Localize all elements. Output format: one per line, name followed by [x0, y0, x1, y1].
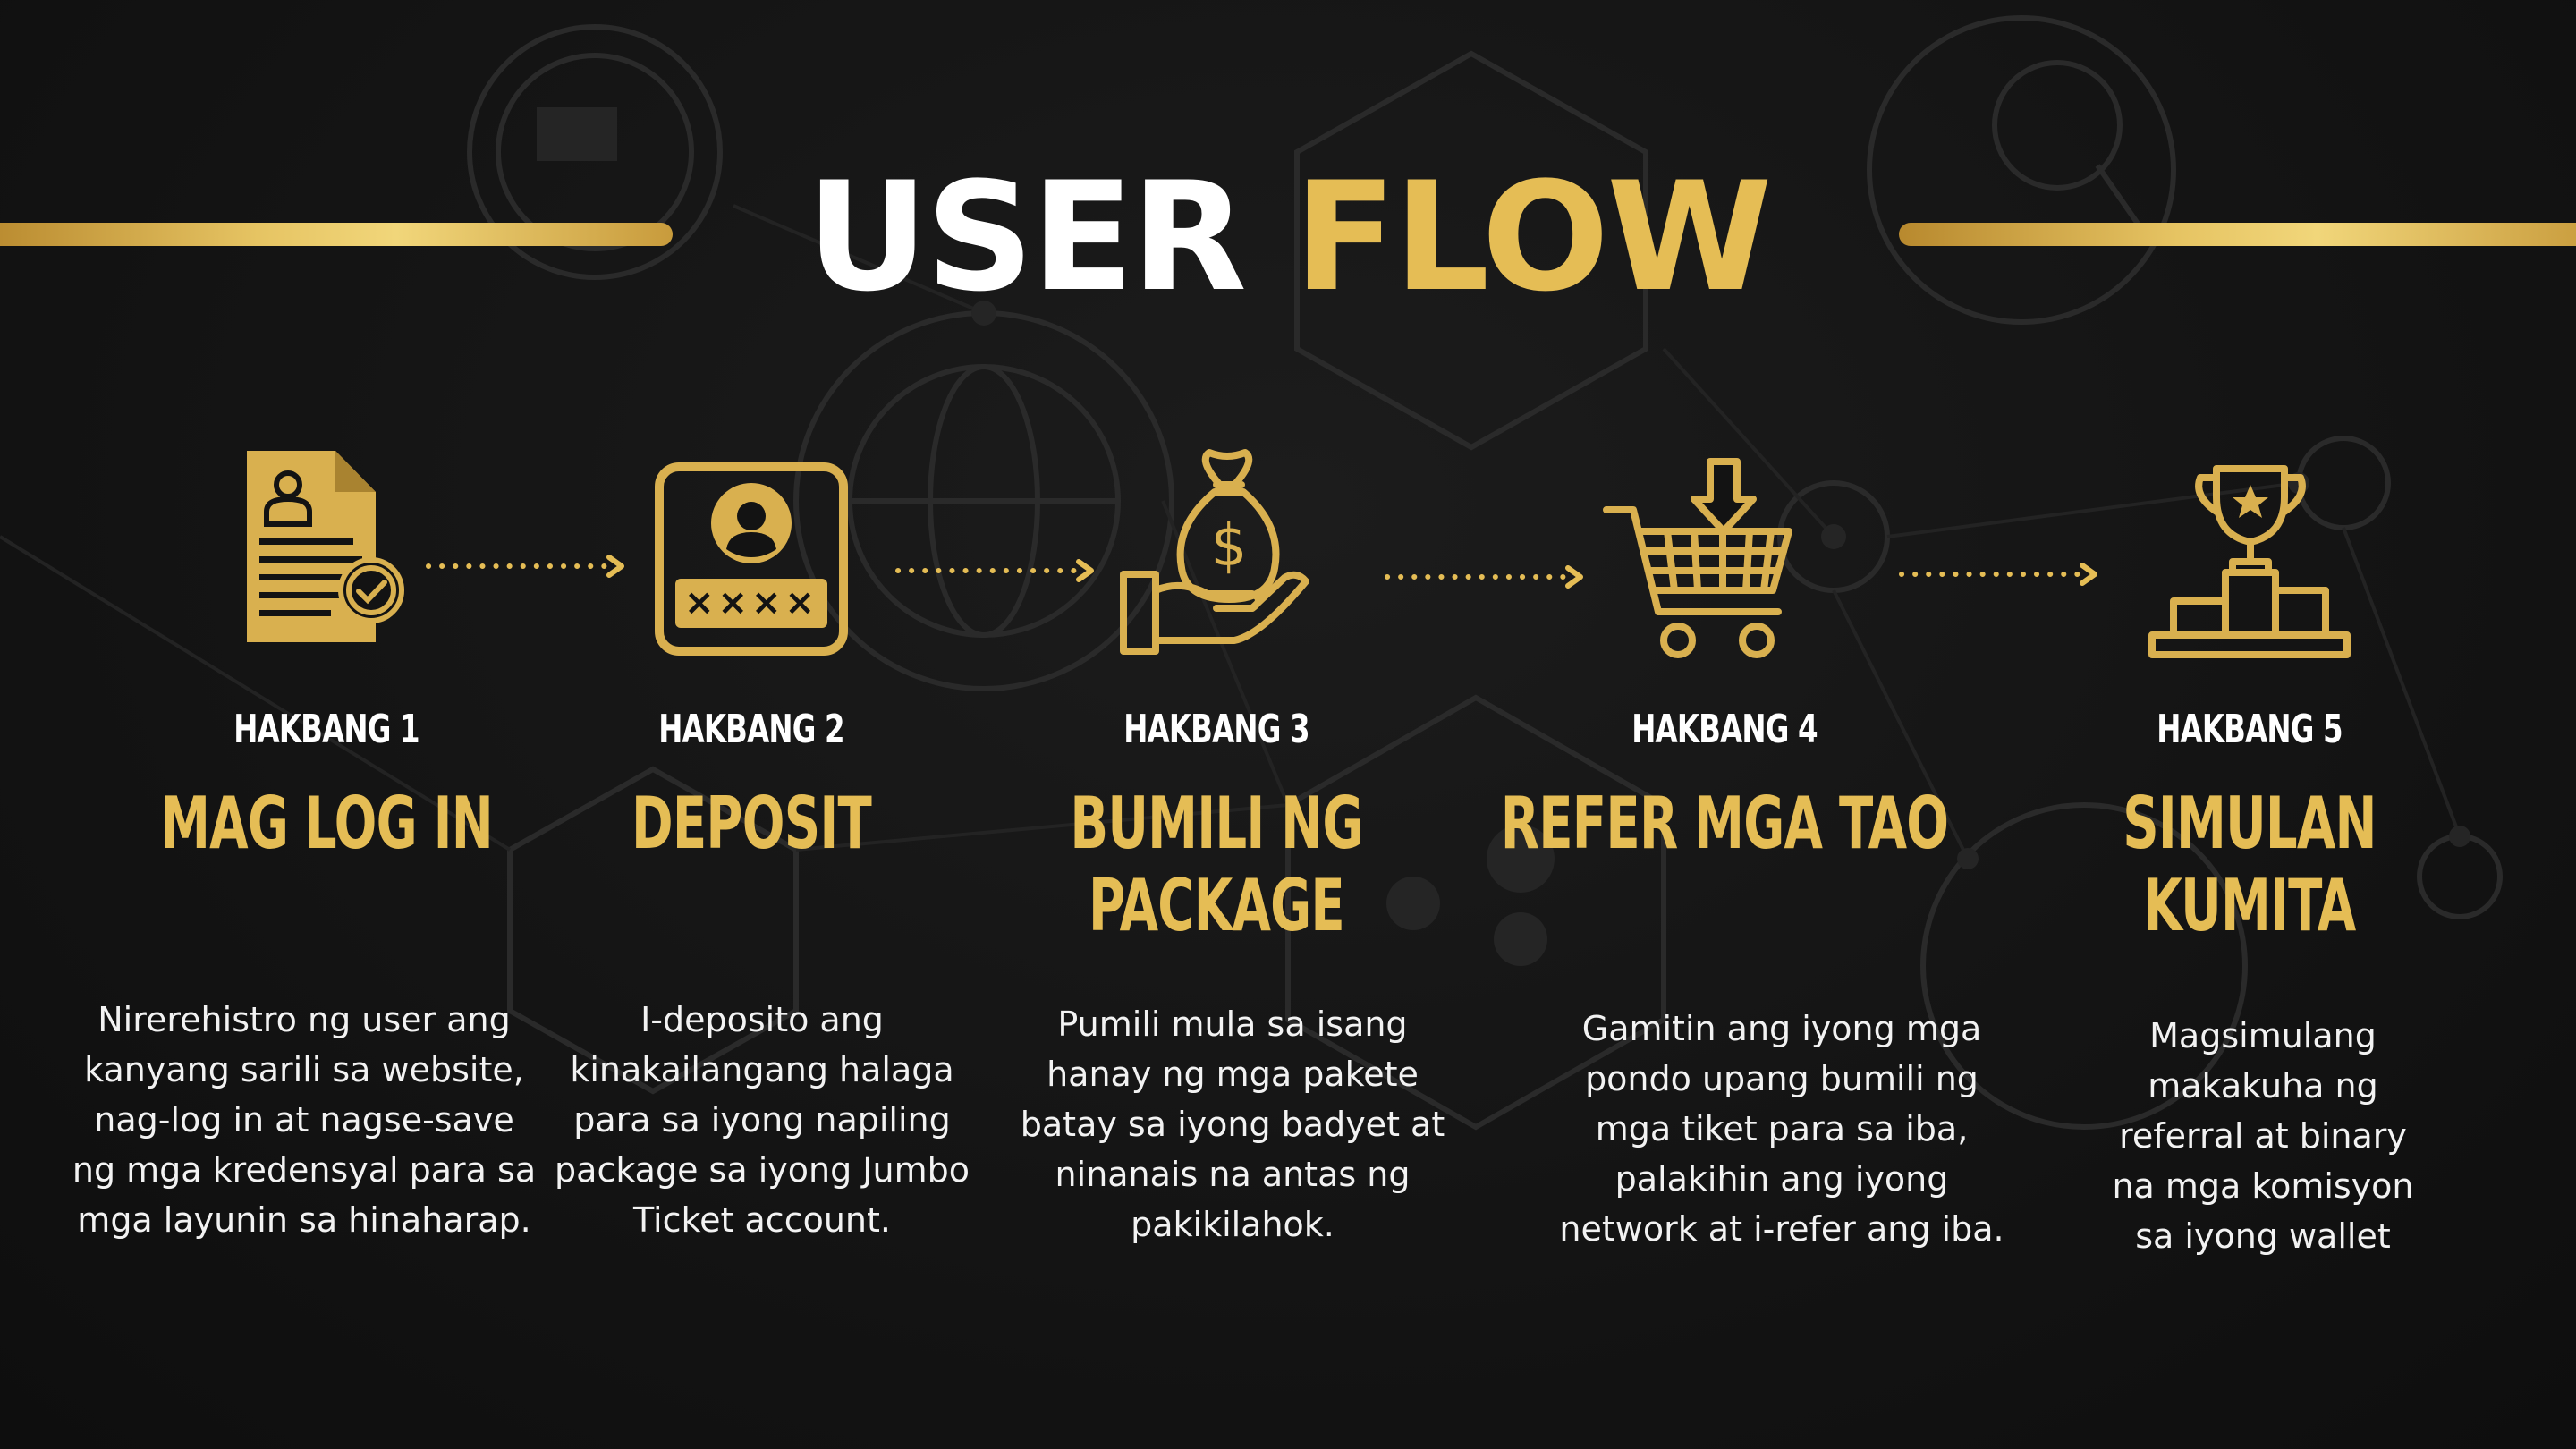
step-5-title: SIMULAN KUMITA	[2123, 782, 2377, 947]
step-3-label: HAKBANG 3	[1123, 707, 1309, 752]
svg-text:××××: ××××	[684, 582, 818, 623]
dotted-arrow-4	[1899, 563, 2097, 586]
page-title: USER FLOW	[0, 152, 2576, 322]
step-1-title: MAG LOG IN	[160, 782, 494, 865]
step-3-description: Pumili mula sa isang hanay ng mga pakete…	[1020, 1004, 1445, 1244]
step-2-description: I-deposito ang kinakailangang halaga par…	[555, 1000, 970, 1240]
gold-divider-right	[1899, 223, 2576, 246]
dotted-arrow-1	[426, 555, 624, 578]
step-2-title: DEPOSIT	[631, 782, 872, 865]
step-5-description: Magsimulang makakuha ng referral at bina…	[2112, 1016, 2414, 1256]
title-user: USER	[806, 149, 1248, 325]
money-bag-hand-icon: $	[1120, 449, 1309, 655]
trophy-podium-icon	[2148, 465, 2351, 658]
title-flow: FLOW	[1293, 149, 1773, 325]
step-5-label: HAKBANG 5	[2157, 707, 2343, 752]
step-4-label: HAKBANG 4	[1631, 707, 1818, 752]
dotted-arrow-3	[1385, 565, 1583, 589]
step-1-description: Nirerehistro ng user ang kanyang sarili …	[72, 1000, 537, 1240]
dotted-arrow-2	[895, 559, 1094, 582]
step-1-label: HAKBANG 1	[233, 707, 419, 752]
shopping-cart-download-icon	[1603, 458, 1792, 658]
gold-divider-left	[0, 223, 673, 246]
document-user-check-icon	[247, 451, 404, 642]
user-card-password-icon: ××××	[655, 462, 848, 656]
step-4-title: REFER MGA TAO	[1500, 782, 1949, 865]
step-4-description: Gamitin ang iyong mga pondo upang bumili…	[1559, 1009, 2004, 1249]
svg-text:$: $	[1211, 513, 1248, 580]
step-2-label: HAKBANG 2	[658, 707, 844, 752]
step-3-title: BUMILI NG PACKAGE	[1070, 782, 1363, 947]
